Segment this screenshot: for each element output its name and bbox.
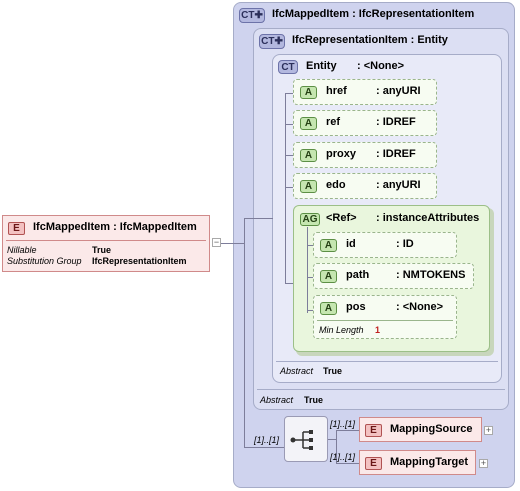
ct-outer-base: IfcRepresentationItem — [358, 8, 475, 20]
ag-connector — [285, 283, 293, 284]
sequence-occurrence: [1]..[1] — [254, 435, 280, 445]
attribute-proxy[interactable] — [293, 142, 437, 168]
element-icon: E — [365, 424, 382, 437]
seq-connector — [336, 430, 359, 431]
attribute-path[interactable] — [313, 263, 474, 289]
root-connector — [221, 243, 244, 244]
seq-connector — [336, 463, 359, 464]
ct-mid-name: IfcRepresentationItem — [292, 34, 408, 46]
attribute-type: : IDREF — [376, 116, 416, 128]
root-connector — [244, 447, 284, 448]
ag-connector — [307, 245, 316, 246]
attribute-icon: A — [320, 302, 337, 315]
entity-divider — [276, 361, 498, 362]
attribute-href[interactable] — [293, 79, 437, 105]
ct-inner-name: Entity — [306, 60, 337, 72]
seq-connector — [336, 430, 337, 463]
root-element-name: IfcMappedItem — [33, 221, 111, 233]
element-name: MappingSource — [390, 423, 473, 435]
attribute-type: : <None> — [396, 301, 444, 313]
ct-badge-icon: CT✚ — [259, 34, 285, 49]
element-icon: E — [8, 222, 25, 235]
expand-icon[interactable]: + — [484, 425, 493, 435]
attribute-icon: A — [300, 149, 317, 162]
attribute-name: href — [326, 85, 347, 97]
entity-abstract-label: Abstract — [280, 366, 314, 376]
element-icon: E — [365, 457, 382, 470]
root-element-type: IfcMappedItem — [119, 221, 197, 233]
substitution-group-value: IfcRepresentationItem — [92, 256, 187, 266]
attribute-type: : NMTOKENS — [396, 269, 466, 281]
attribute-group-name: <Ref> — [326, 212, 357, 224]
seq-connector — [328, 439, 336, 440]
attr-connector — [285, 93, 286, 283]
attr-connector — [285, 187, 297, 188]
attribute-type: : anyURI — [376, 179, 421, 191]
min-length-label: Min Length — [319, 325, 364, 335]
attr-connector — [285, 93, 297, 94]
attribute-icon: A — [320, 270, 337, 283]
substitution-group-label: Substitution Group — [7, 256, 82, 266]
ct-inner-type: : <None> — [357, 60, 405, 72]
attribute-icon: A — [300, 117, 317, 130]
root-connector — [244, 218, 245, 447]
mappingsource-occurrence: [1]..[1] — [330, 419, 356, 429]
repitem-abstract-value: True — [304, 395, 324, 405]
attribute-type: : anyURI — [376, 85, 421, 97]
ct-badge-icon: CT✚ — [239, 8, 265, 23]
ct-outer-name: IfcMappedItem — [272, 8, 350, 20]
ag-connector — [307, 310, 316, 311]
attribute-edo[interactable] — [293, 173, 437, 199]
attribute-type: : ID — [396, 238, 414, 250]
ct-mid-base: Entity — [417, 34, 448, 46]
attribute-name: proxy — [326, 148, 356, 160]
repitem-divider — [257, 389, 505, 390]
entity-abstract-value: True — [323, 366, 343, 376]
ct-badge-icon: CT — [278, 60, 298, 74]
expand-icon[interactable]: + — [479, 458, 488, 468]
sequence-compositor[interactable] — [284, 416, 328, 462]
root-element-ifcmappeditem[interactable] — [2, 215, 210, 272]
attribute-divider — [317, 320, 453, 321]
attribute-pos[interactable] — [313, 295, 457, 339]
attribute-name: path — [346, 269, 370, 281]
root-element-title: IfcMappedItem : IfcMappedItem — [33, 221, 197, 233]
attr-connector — [285, 124, 297, 125]
attribute-group-type: : instanceAttributes — [376, 212, 480, 224]
mappingtarget-occurrence: [1]..[1] — [330, 452, 356, 462]
nillable-value: True — [92, 245, 112, 255]
attribute-icon: A — [320, 239, 337, 252]
sequence-icon — [290, 430, 313, 450]
attribute-name: pos — [346, 301, 366, 313]
attribute-icon: A — [300, 86, 317, 99]
min-length-value: 1 — [375, 325, 381, 335]
attribute-ref[interactable] — [293, 110, 437, 136]
nillable-label: Nillable — [7, 245, 37, 255]
root-connector — [244, 218, 273, 219]
repitem-abstract-label: Abstract — [260, 395, 294, 405]
root-element-divider — [6, 240, 206, 241]
ag-connector — [307, 227, 308, 313]
ct-mid-title: IfcRepresentationItem : Entity — [292, 34, 448, 46]
attribute-group-icon: AG — [300, 213, 320, 226]
ct-outer-title: IfcMappedItem : IfcRepresentationItem — [272, 8, 475, 20]
attribute-id[interactable] — [313, 232, 457, 258]
attribute-name: edo — [326, 179, 346, 191]
attr-connector — [285, 155, 297, 156]
ag-connector — [307, 277, 316, 278]
collapse-icon[interactable]: − — [212, 237, 221, 247]
attribute-type: : IDREF — [376, 148, 416, 160]
element-name: MappingTarget — [390, 456, 469, 468]
attribute-name: ref — [326, 116, 341, 128]
attribute-name: id — [346, 238, 356, 250]
attribute-icon: A — [300, 180, 317, 193]
